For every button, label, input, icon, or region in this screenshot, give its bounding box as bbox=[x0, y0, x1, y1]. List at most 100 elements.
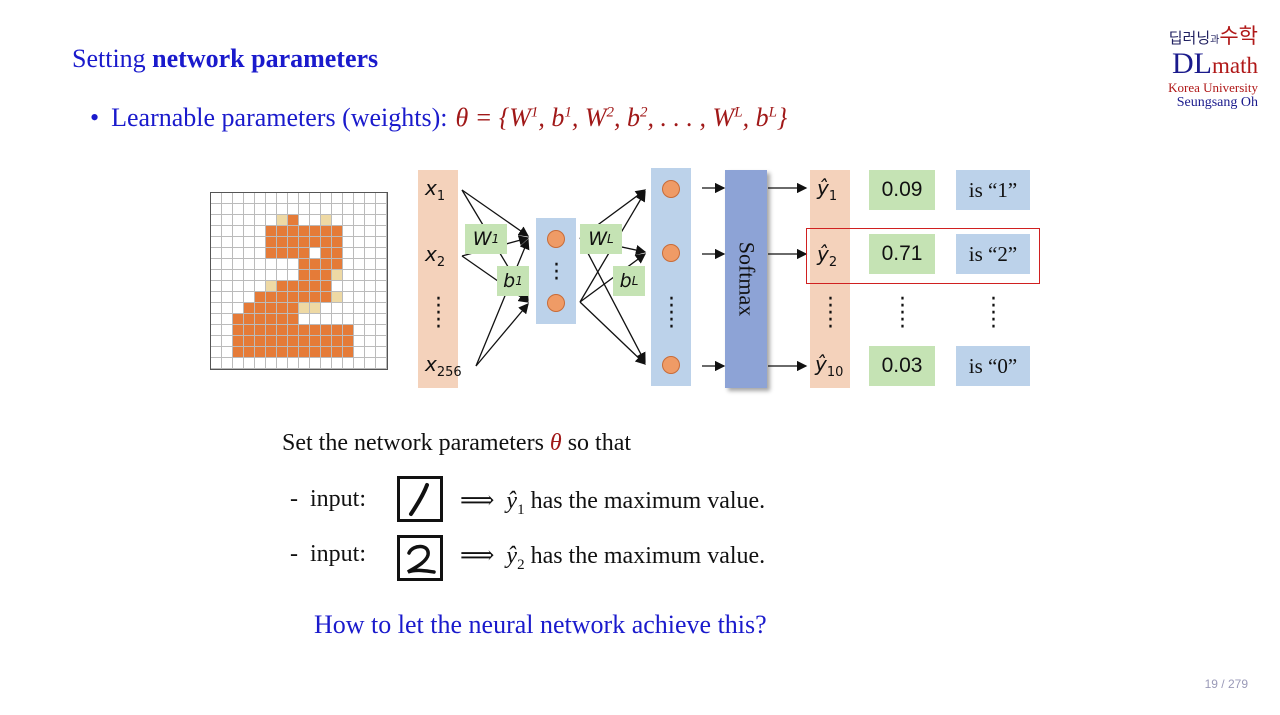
pixel-cell bbox=[365, 259, 376, 270]
output-layer-column bbox=[651, 168, 691, 386]
input-one-result: ⟹ ŷ1 has the maximum value. bbox=[460, 488, 766, 518]
output-neuron bbox=[662, 180, 680, 198]
pixel-cell bbox=[354, 237, 365, 248]
pixel-cell bbox=[233, 336, 244, 347]
pixel-cell bbox=[222, 358, 233, 369]
pixel-cell bbox=[244, 248, 255, 259]
pixel-cell bbox=[299, 358, 310, 369]
pixel-cell bbox=[376, 226, 387, 237]
output-value-1: 0.09 bbox=[869, 170, 935, 210]
pixel-cell bbox=[354, 248, 365, 259]
softmax-block bbox=[725, 170, 767, 388]
pixel-cell bbox=[376, 303, 387, 314]
digit-pixel-grid bbox=[210, 192, 388, 370]
pixel-cell bbox=[266, 325, 277, 336]
class-label-1: is “1” bbox=[956, 170, 1030, 210]
page-number: 19 / 279 bbox=[1204, 677, 1248, 691]
pixel-cell bbox=[299, 314, 310, 325]
pixel-cell bbox=[233, 204, 244, 215]
pixel-cell bbox=[365, 292, 376, 303]
pixel-cell bbox=[299, 281, 310, 292]
question-text: How to let the neural network achieve th… bbox=[314, 610, 767, 639]
pixel-cell bbox=[288, 248, 299, 259]
pixel-cell bbox=[332, 215, 343, 226]
pixel-cell bbox=[222, 325, 233, 336]
pixel-cell bbox=[343, 193, 354, 204]
pixel-cell bbox=[376, 204, 387, 215]
pixel-cell bbox=[222, 248, 233, 259]
pixel-cell bbox=[376, 248, 387, 259]
pixel-cell bbox=[277, 325, 288, 336]
pixel-cell bbox=[365, 270, 376, 281]
pixel-cell bbox=[233, 314, 244, 325]
pixel-cell bbox=[310, 347, 321, 358]
pixel-cell bbox=[354, 292, 365, 303]
pixel-cell bbox=[332, 347, 343, 358]
pixel-cell bbox=[365, 303, 376, 314]
pixel-cell bbox=[354, 259, 365, 270]
pixel-cell bbox=[277, 237, 288, 248]
pixel-cell bbox=[310, 314, 321, 325]
pixel-cell bbox=[244, 215, 255, 226]
theta-formula: θ = {W1, b1, W2, b2, . . . , WL, bL} bbox=[455, 103, 788, 132]
pixel-cell bbox=[233, 248, 244, 259]
pixel-cell bbox=[244, 336, 255, 347]
pixel-cell bbox=[332, 281, 343, 292]
pixel-cell bbox=[332, 303, 343, 314]
prediction-y10: ŷ10 bbox=[815, 352, 844, 380]
pixel-cell bbox=[299, 204, 310, 215]
pixel-cell bbox=[354, 303, 365, 314]
pixel-cell bbox=[321, 325, 332, 336]
pixel-cell bbox=[299, 336, 310, 347]
digit-one-thumbnail bbox=[397, 476, 443, 522]
pixel-cell bbox=[343, 336, 354, 347]
pixel-cell bbox=[310, 292, 321, 303]
pixel-cell bbox=[376, 270, 387, 281]
pixel-cell bbox=[321, 259, 332, 270]
pixel-cell bbox=[299, 226, 310, 237]
pixel-cell bbox=[222, 281, 233, 292]
pixel-cell bbox=[222, 347, 233, 358]
class-vdots: ····· bbox=[990, 287, 997, 340]
pixel-cell bbox=[354, 347, 365, 358]
pixel-cell bbox=[255, 215, 266, 226]
pixel-cell bbox=[277, 259, 288, 270]
pixel-cell bbox=[365, 226, 376, 237]
pixel-cell bbox=[277, 358, 288, 369]
pixel-cell bbox=[310, 358, 321, 369]
pixel-cell bbox=[266, 336, 277, 347]
pixel-cell bbox=[310, 237, 321, 248]
pixel-cell bbox=[332, 314, 343, 325]
pixel-cell bbox=[244, 303, 255, 314]
pixel-cell bbox=[321, 303, 332, 314]
pixel-cell bbox=[332, 259, 343, 270]
prediction-column bbox=[810, 170, 850, 388]
pixel-cell bbox=[233, 292, 244, 303]
pixel-cell bbox=[288, 237, 299, 248]
pixel-cell bbox=[299, 347, 310, 358]
pixel-cell bbox=[310, 281, 321, 292]
pixel-cell bbox=[255, 237, 266, 248]
value-vdots: ····· bbox=[899, 287, 906, 340]
logo-author: Seungsang Oh bbox=[1176, 95, 1258, 110]
pixel-cell bbox=[343, 226, 354, 237]
pixel-cell bbox=[266, 281, 277, 292]
pixel-cell bbox=[365, 281, 376, 292]
pixel-cell bbox=[255, 292, 266, 303]
pixel-cell bbox=[255, 204, 266, 215]
pixel-cell bbox=[288, 215, 299, 226]
pixel-cell bbox=[211, 270, 222, 281]
input-x256: x256 bbox=[425, 352, 462, 380]
pixel-cell bbox=[343, 325, 354, 336]
pixel-cell bbox=[343, 358, 354, 369]
pixel-cell bbox=[211, 292, 222, 303]
max-output-highlight bbox=[806, 228, 1040, 284]
pixel-cell bbox=[244, 314, 255, 325]
pixel-cell bbox=[211, 314, 222, 325]
pixel-cell bbox=[354, 215, 365, 226]
pixel-cell bbox=[354, 226, 365, 237]
pixel-cell bbox=[376, 358, 387, 369]
pixel-cell bbox=[255, 358, 266, 369]
pixel-cell bbox=[310, 248, 321, 259]
pixel-cell bbox=[299, 303, 310, 314]
